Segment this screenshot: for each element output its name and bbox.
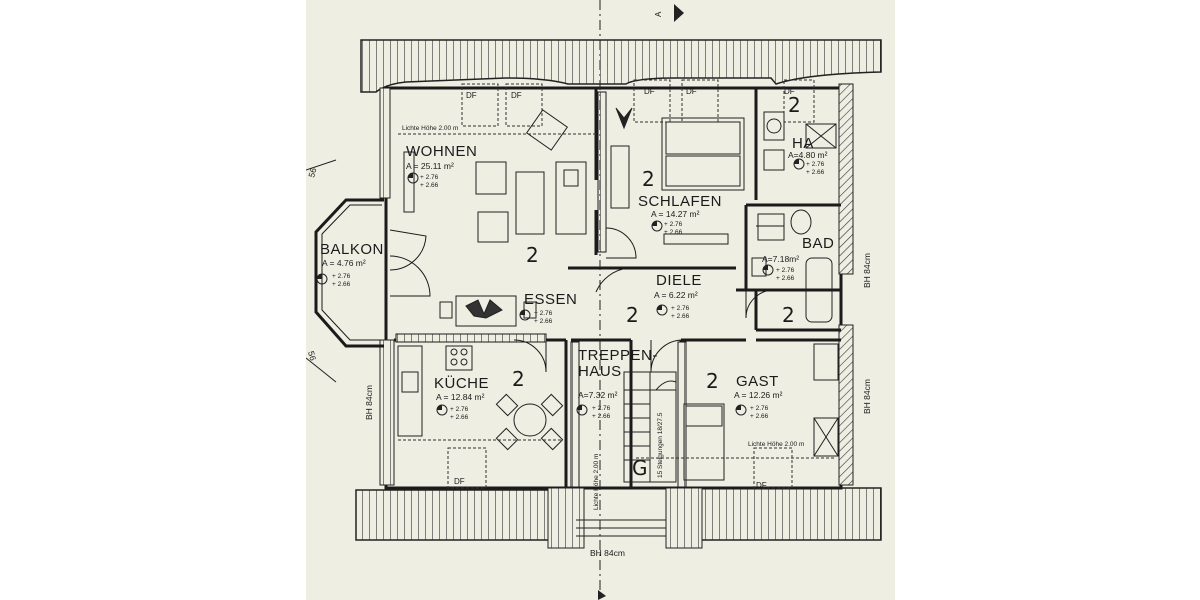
bad-area: A=7.18m² [762, 254, 799, 264]
section-mark-top: A [654, 11, 663, 17]
diele-num: 2 [626, 303, 639, 327]
bh-right-bottom: BH 84cm [862, 379, 872, 414]
essen-h1: + 2.76 [534, 310, 553, 317]
balcony-outline [314, 198, 384, 348]
diele-name: DIELE [656, 272, 702, 289]
right-wall-upper [838, 83, 854, 275]
bad-name: BAD [802, 235, 834, 252]
skylight-label: DF [784, 87, 795, 96]
roof-band-bottom [355, 489, 582, 541]
kueche-area: A = 12.84 m² [436, 392, 485, 402]
dim-56-bottom: 56 [306, 350, 318, 362]
bad-num: 2 [782, 303, 795, 327]
doors [389, 225, 784, 373]
gast-area: A = 12.26 m² [734, 390, 783, 400]
treppenhaus-h2: + 2.66 [592, 413, 611, 420]
skylights [398, 79, 836, 489]
kueche-h2: + 2.66 [450, 414, 469, 421]
wohnen-name: WOHNEN [406, 143, 477, 160]
wohnen-h1: + 2.76 [420, 174, 439, 181]
treppenhaus-h1: + 2.76 [592, 405, 611, 412]
bh-bottom: BH 84cm [590, 548, 625, 558]
furniture-bad [751, 111, 837, 323]
essen-name: ESSEN [524, 291, 577, 308]
treppenhaus-area: A=7.32 m² [578, 390, 618, 400]
kueche-name: KÜCHE [434, 374, 489, 392]
skylight-label: DF [644, 87, 655, 96]
kueche-num: 2 [512, 367, 525, 391]
floor-plan: A DF DF DF DF DF DF DF Lichte Höhe 2.00 … [306, 0, 882, 600]
bad-h1: + 2.76 [776, 267, 795, 274]
gast-h1: + 2.76 [750, 405, 769, 412]
gast-h2: + 2.66 [750, 413, 769, 420]
staircase [547, 371, 703, 549]
schlafen-h2: + 2.66 [664, 229, 683, 236]
skylight-label: DF [511, 91, 522, 100]
balkon-h2: + 2.66 [332, 281, 351, 288]
schlafen-h1: + 2.76 [664, 221, 683, 228]
balkon-area: A = 4.76 m² [322, 258, 366, 268]
wohnen-h2: + 2.66 [420, 182, 439, 189]
level-symbols [316, 158, 805, 416]
ha-area: A=4.80 m² [788, 150, 828, 160]
gast-num: 2 [706, 369, 719, 393]
left-wall-upper [379, 87, 391, 199]
outer-walls [384, 86, 843, 490]
schlafen-num: 2 [642, 167, 655, 191]
wohnen-area: A = 25.11 m² [406, 161, 454, 171]
furniture-wohnen [403, 109, 587, 327]
treppenhaus-num: G [632, 456, 648, 480]
furniture-schlafen [610, 107, 745, 245]
wohnen-note: Lichte Höhe 2.00 m [402, 125, 458, 132]
treppenhaus-name-1: TREPPEN- [578, 347, 658, 364]
interior-walls [394, 88, 841, 488]
ha-name: HA [792, 135, 814, 152]
treppenhaus-note: Lichte Höhe 2.00 m [593, 454, 600, 510]
gast-name: GAST [736, 373, 779, 390]
bh-right-top: BH 84cm [862, 253, 872, 288]
balkon-name: BALKON [320, 241, 384, 258]
schlafen-area: A = 14.27 m² [651, 209, 700, 219]
skylight-label: DF [454, 477, 465, 486]
floor-plan-sheet: A DF DF DF DF DF DF DF Lichte Höhe 2.00 … [306, 0, 895, 600]
kueche-h1: + 2.76 [450, 406, 469, 413]
diele-area: A = 6.22 m² [654, 290, 698, 300]
furniture-kueche [397, 345, 564, 451]
furniture-gast [683, 343, 839, 481]
treppenhaus-name-2: HAUS [578, 363, 622, 380]
ha-num: 2 [788, 93, 801, 117]
stairs-label: 15 Steigungen 18/27.5 [657, 412, 664, 478]
bh-left: BH 84cm [364, 385, 374, 420]
gast-note: Lichte Höhe 2.00 m [748, 441, 804, 448]
skylight-label: DF [686, 87, 697, 96]
balcony-inner [321, 204, 382, 341]
ha-h2: + 2.66 [806, 169, 825, 176]
dimension-lines [306, 159, 337, 383]
section-arrow-bottom [598, 590, 606, 600]
schlafen-name: SCHLAFEN [638, 193, 722, 210]
balkon-h1: + 2.76 [332, 273, 351, 280]
wohnen-num: 2 [526, 243, 539, 267]
bad-h2: + 2.66 [776, 275, 795, 282]
section-arrow-top [674, 4, 684, 22]
ha-h1: + 2.76 [806, 161, 825, 168]
roof-band-top [360, 39, 882, 93]
diele-h2: + 2.66 [671, 313, 690, 320]
skylight-label: DF [756, 481, 767, 490]
skylight-label: DF [466, 91, 477, 100]
left-wall-lower [379, 339, 395, 486]
essen-h2: + 2.66 [534, 318, 553, 325]
right-wall-lower [838, 324, 854, 486]
dim-56-top: 56 [306, 167, 318, 179]
diele-h1: + 2.76 [671, 305, 690, 312]
